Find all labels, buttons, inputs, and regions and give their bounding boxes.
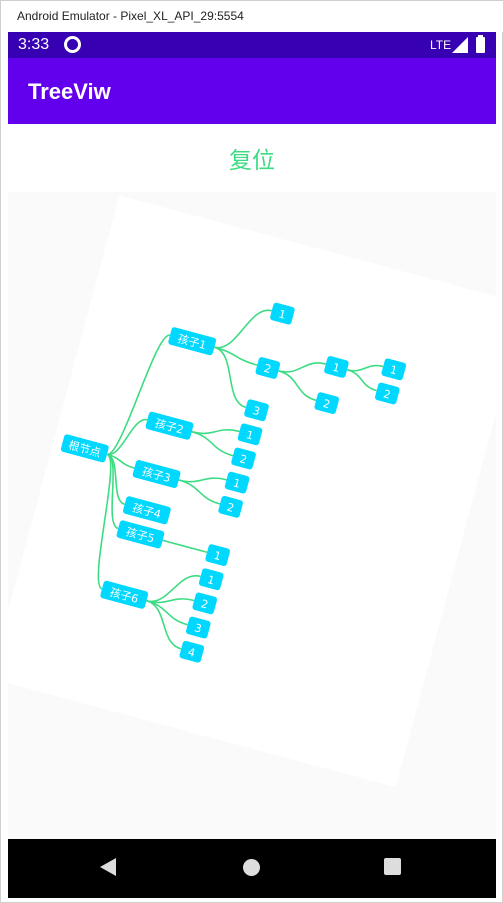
tree-edge <box>191 430 234 457</box>
tree-node-box <box>375 382 400 405</box>
tree-node-box <box>198 568 224 591</box>
tree-node-box <box>218 495 243 518</box>
tree-node-box <box>116 520 165 549</box>
tree-node-box <box>205 544 230 566</box>
tree-edge <box>278 362 327 373</box>
tree-node-label: 1 <box>277 307 287 321</box>
tree-node[interactable]: 3 <box>244 399 270 422</box>
tree-node-box <box>224 471 250 494</box>
tree-node[interactable]: 3 <box>185 616 211 639</box>
reset-area: 复位 <box>8 124 496 192</box>
tree-node-label: 1 <box>206 573 216 587</box>
battery-icon <box>476 35 485 53</box>
tree-edge <box>178 479 221 505</box>
tree-edge <box>146 599 182 650</box>
tree-node[interactable]: 孩子5 <box>116 520 165 549</box>
tree-node-box <box>145 411 194 440</box>
tree-node[interactable]: 1 <box>381 358 407 381</box>
tree-node-label: 2 <box>199 597 209 611</box>
tree-edge <box>214 309 272 349</box>
app-title: TreeViw <box>28 79 111 104</box>
tree-edge <box>97 453 112 590</box>
tree-node[interactable]: 1 <box>237 423 263 446</box>
tree-edge <box>162 539 208 554</box>
tree-node-box <box>123 496 171 525</box>
status-bar: 3:33 LTE <box>8 32 496 58</box>
tree-node-box <box>60 434 109 463</box>
tree-node-box <box>237 423 263 446</box>
device-screen: 3:33 LTE TreeViw 复位 1 1 2 1 2 2 3 孩子1 1 2 孩子2 1 2 孩子3… <box>8 32 496 898</box>
tree-edge <box>106 453 119 530</box>
tree-node[interactable]: 1 <box>269 302 295 325</box>
tree-node-label: 2 <box>321 397 331 411</box>
tree-node[interactable]: 1 <box>224 471 250 494</box>
tree-node[interactable]: 2 <box>192 592 218 615</box>
tree-node[interactable]: 2 <box>374 382 400 405</box>
tree-node[interactable]: 孩子4 <box>122 496 171 525</box>
tree-node[interactable]: 1 <box>323 355 349 378</box>
back-icon[interactable] <box>100 858 116 876</box>
tree-node-box <box>185 616 211 639</box>
tree-node-box <box>132 460 181 489</box>
recent-apps-icon[interactable] <box>384 858 401 875</box>
tree-node[interactable]: 孩子1 <box>168 327 217 356</box>
reset-button[interactable]: 复位 <box>229 148 275 174</box>
tree-node[interactable]: 孩子2 <box>145 411 194 440</box>
tree-edge <box>214 346 247 409</box>
tree-node[interactable]: 1 <box>198 568 224 591</box>
tree-node[interactable]: 根节点 <box>60 434 109 463</box>
tree-node-label: 1 <box>212 549 222 563</box>
tree-node-label: 1 <box>232 476 242 490</box>
tree-node-label: 3 <box>251 404 261 418</box>
tree-node-box <box>179 640 205 663</box>
tree-node-box <box>381 358 407 381</box>
tree-edge <box>278 370 317 402</box>
tree-node-label: 2 <box>238 452 248 466</box>
tree-node-label: 1 <box>388 363 398 377</box>
tree-node[interactable]: 4 <box>179 640 205 663</box>
tree-node[interactable]: 1 <box>205 544 231 567</box>
window-titlebar[interactable]: Android Emulator - Pixel_XL_API_29:5554 <box>1 1 503 32</box>
tree-node-box <box>192 592 218 615</box>
tree-node-label: 4 <box>186 645 196 659</box>
tree-node[interactable]: 孩子6 <box>100 580 149 609</box>
tree-node-label: 1 <box>331 361 341 375</box>
tree-view-canvas[interactable]: 1 1 2 1 2 2 3 孩子1 1 2 孩子2 1 2 孩子3 孩子4 1 孩子5 1 2 3 4 孩子6 根节点 <box>8 192 496 839</box>
tree-node[interactable]: 2 <box>314 392 340 415</box>
tree-node-box <box>244 399 269 422</box>
tree-node-label: 2 <box>382 387 392 401</box>
tree-edge <box>346 369 377 392</box>
tree-node-label: 3 <box>193 621 203 635</box>
tree-background <box>8 195 496 788</box>
tree-node-box <box>231 447 256 470</box>
tree-node-label: 2 <box>263 362 273 376</box>
tree-node-box <box>314 392 340 415</box>
tree-node-label: 2 <box>225 501 235 515</box>
tree-node-label: 1 <box>245 428 255 442</box>
signal-strength-icon <box>452 37 468 53</box>
notification-app-icon <box>64 36 81 53</box>
tree-node-box <box>168 327 217 356</box>
tree-diagram[interactable]: 1 1 2 1 2 2 3 孩子1 1 2 孩子2 1 2 孩子3 孩子4 1 孩子5 1 2 3 4 孩子6 根节点 <box>8 192 496 839</box>
navigation-bar <box>8 839 496 898</box>
tree-edge <box>106 334 171 456</box>
app-bar: TreeViw <box>8 58 496 124</box>
status-time: 3:33 <box>18 36 50 53</box>
network-type-label: LTE <box>430 38 452 52</box>
tree-node[interactable]: 2 <box>255 356 281 379</box>
home-icon[interactable] <box>243 859 260 876</box>
tree-node-box <box>100 580 149 609</box>
window-title: Android Emulator - Pixel_XL_API_29:5554 <box>17 9 244 23</box>
tree-edge <box>106 418 148 456</box>
tree-node-box <box>255 357 281 379</box>
tree-node-box <box>270 302 295 325</box>
tree-node[interactable]: 2 <box>231 447 257 470</box>
tree-node[interactable]: 2 <box>218 495 244 518</box>
tree-node-box <box>324 356 349 378</box>
tree-node[interactable]: 孩子3 <box>132 459 181 489</box>
